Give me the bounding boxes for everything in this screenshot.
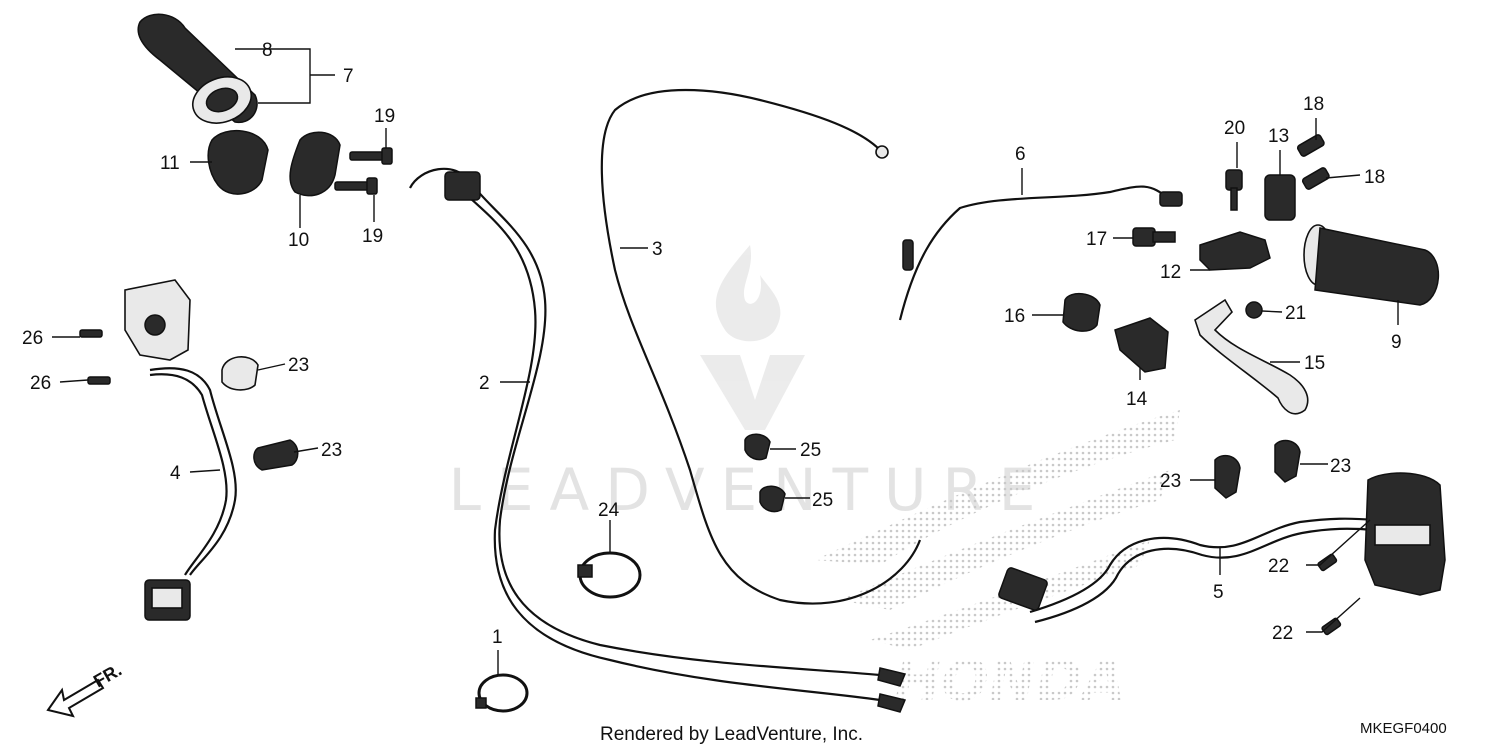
band-23-d-part[interactable] [1274, 439, 1301, 483]
leader-lines [52, 48, 1399, 675]
callout-22-upper: 22 [1268, 556, 1289, 577]
callout-labels: 8 7 11 19 19 10 26 26 23 23 4 2 3 1 24 2… [22, 40, 1402, 648]
grip-9-part[interactable] [1303, 224, 1439, 306]
bolt-18-b-part[interactable] [1301, 167, 1331, 190]
band-23-c-part[interactable] [1214, 454, 1241, 499]
callout-18-upper: 18 [1303, 94, 1324, 115]
throttle-housing-lower-part[interactable] [289, 131, 341, 197]
callout-24: 24 [598, 500, 620, 521]
screw-22-b-part[interactable] [1321, 617, 1342, 636]
callout-16: 16 [1004, 306, 1025, 327]
front-direction-indicator: FR. [46, 660, 125, 718]
screw-20-part[interactable] [1225, 169, 1243, 211]
clip-24-part[interactable] [577, 551, 642, 599]
screw-26-lower-part[interactable] [87, 376, 111, 385]
band-23-b-part[interactable] [253, 439, 299, 471]
callout-23-a: 23 [288, 355, 309, 376]
honda-text-watermark: HONDA [894, 649, 1125, 714]
throttle-housing-upper-part[interactable] [207, 130, 269, 195]
callout-19-lower: 19 [362, 226, 383, 247]
callout-6: 6 [1015, 144, 1026, 165]
clip-25-b-part[interactable] [759, 485, 786, 513]
bolt-17-part[interactable] [1132, 227, 1176, 247]
callout-23-c: 23 [1160, 471, 1181, 492]
callout-1: 1 [492, 627, 503, 648]
throttle-grip-part[interactable] [137, 13, 258, 131]
screw-19-upper-part[interactable] [349, 147, 393, 165]
callout-23-b: 23 [321, 440, 342, 461]
callout-9: 9 [1391, 332, 1402, 353]
screw-26-upper-part[interactable] [79, 329, 103, 338]
callout-20: 20 [1224, 118, 1245, 139]
callout-19-upper: 19 [374, 106, 395, 127]
right-switch-wire[interactable] [1029, 517, 1376, 614]
callout-18-lower: 18 [1364, 167, 1385, 188]
honda-wing-watermark: HONDA [815, 410, 1180, 714]
render-credit: Rendered by LeadVenture, Inc. [600, 724, 863, 745]
leadventure-logo-watermark [700, 245, 805, 430]
callout-17: 17 [1086, 229, 1107, 250]
callout-13: 13 [1268, 126, 1289, 147]
clutch-hose-part[interactable] [898, 185, 1171, 321]
right-connector-part[interactable] [998, 567, 1048, 611]
screw-19-lower-part[interactable] [334, 177, 378, 195]
watermark-group: LEADVENTURE HONDA [449, 245, 1180, 714]
callout-4: 4 [170, 463, 181, 484]
callout-10: 10 [288, 230, 309, 251]
callout-7: 7 [343, 66, 354, 87]
clip-25-a-part[interactable] [744, 433, 771, 461]
left-connector-part[interactable] [144, 579, 191, 621]
callout-14: 14 [1126, 389, 1148, 410]
callout-25-a: 25 [800, 440, 821, 461]
perch-14-part[interactable] [1114, 317, 1169, 373]
callout-22-lower: 22 [1272, 623, 1293, 644]
callout-25-b: 25 [812, 490, 833, 511]
screw-22-a-part[interactable] [1317, 553, 1338, 572]
callout-5: 5 [1213, 582, 1224, 603]
right-switch-part[interactable] [1364, 472, 1446, 596]
front-arrow-icon [46, 678, 105, 718]
callout-23-d: 23 [1330, 456, 1351, 477]
callout-11: 11 [160, 153, 180, 174]
clutch-cable-part[interactable] [600, 88, 922, 605]
band-1-part[interactable] [475, 673, 529, 713]
switch-wire-harness[interactable] [149, 367, 237, 576]
callout-2: 2 [479, 373, 490, 394]
diagram-code: MKEGF0400 [1360, 720, 1447, 737]
nut-21-part[interactable] [1245, 301, 1263, 319]
callout-15: 15 [1304, 353, 1325, 374]
callout-26-lower: 26 [30, 373, 51, 394]
adjuster-16-part[interactable] [1062, 293, 1101, 332]
callout-12: 12 [1160, 262, 1181, 283]
throttle-cable-part[interactable] [409, 167, 907, 713]
callout-26-upper: 26 [22, 328, 43, 349]
callout-8: 8 [262, 40, 273, 61]
lever-15-part[interactable] [1194, 298, 1309, 415]
bolt-18-a-part[interactable] [1296, 134, 1326, 157]
callout-21: 21 [1285, 303, 1306, 324]
clutch-holder-12-part[interactable] [1199, 231, 1271, 271]
band-23-a-part[interactable] [221, 356, 259, 391]
left-switch-part[interactable] [124, 279, 191, 361]
holder-13-part[interactable] [1264, 174, 1296, 221]
callout-3: 3 [652, 239, 663, 260]
